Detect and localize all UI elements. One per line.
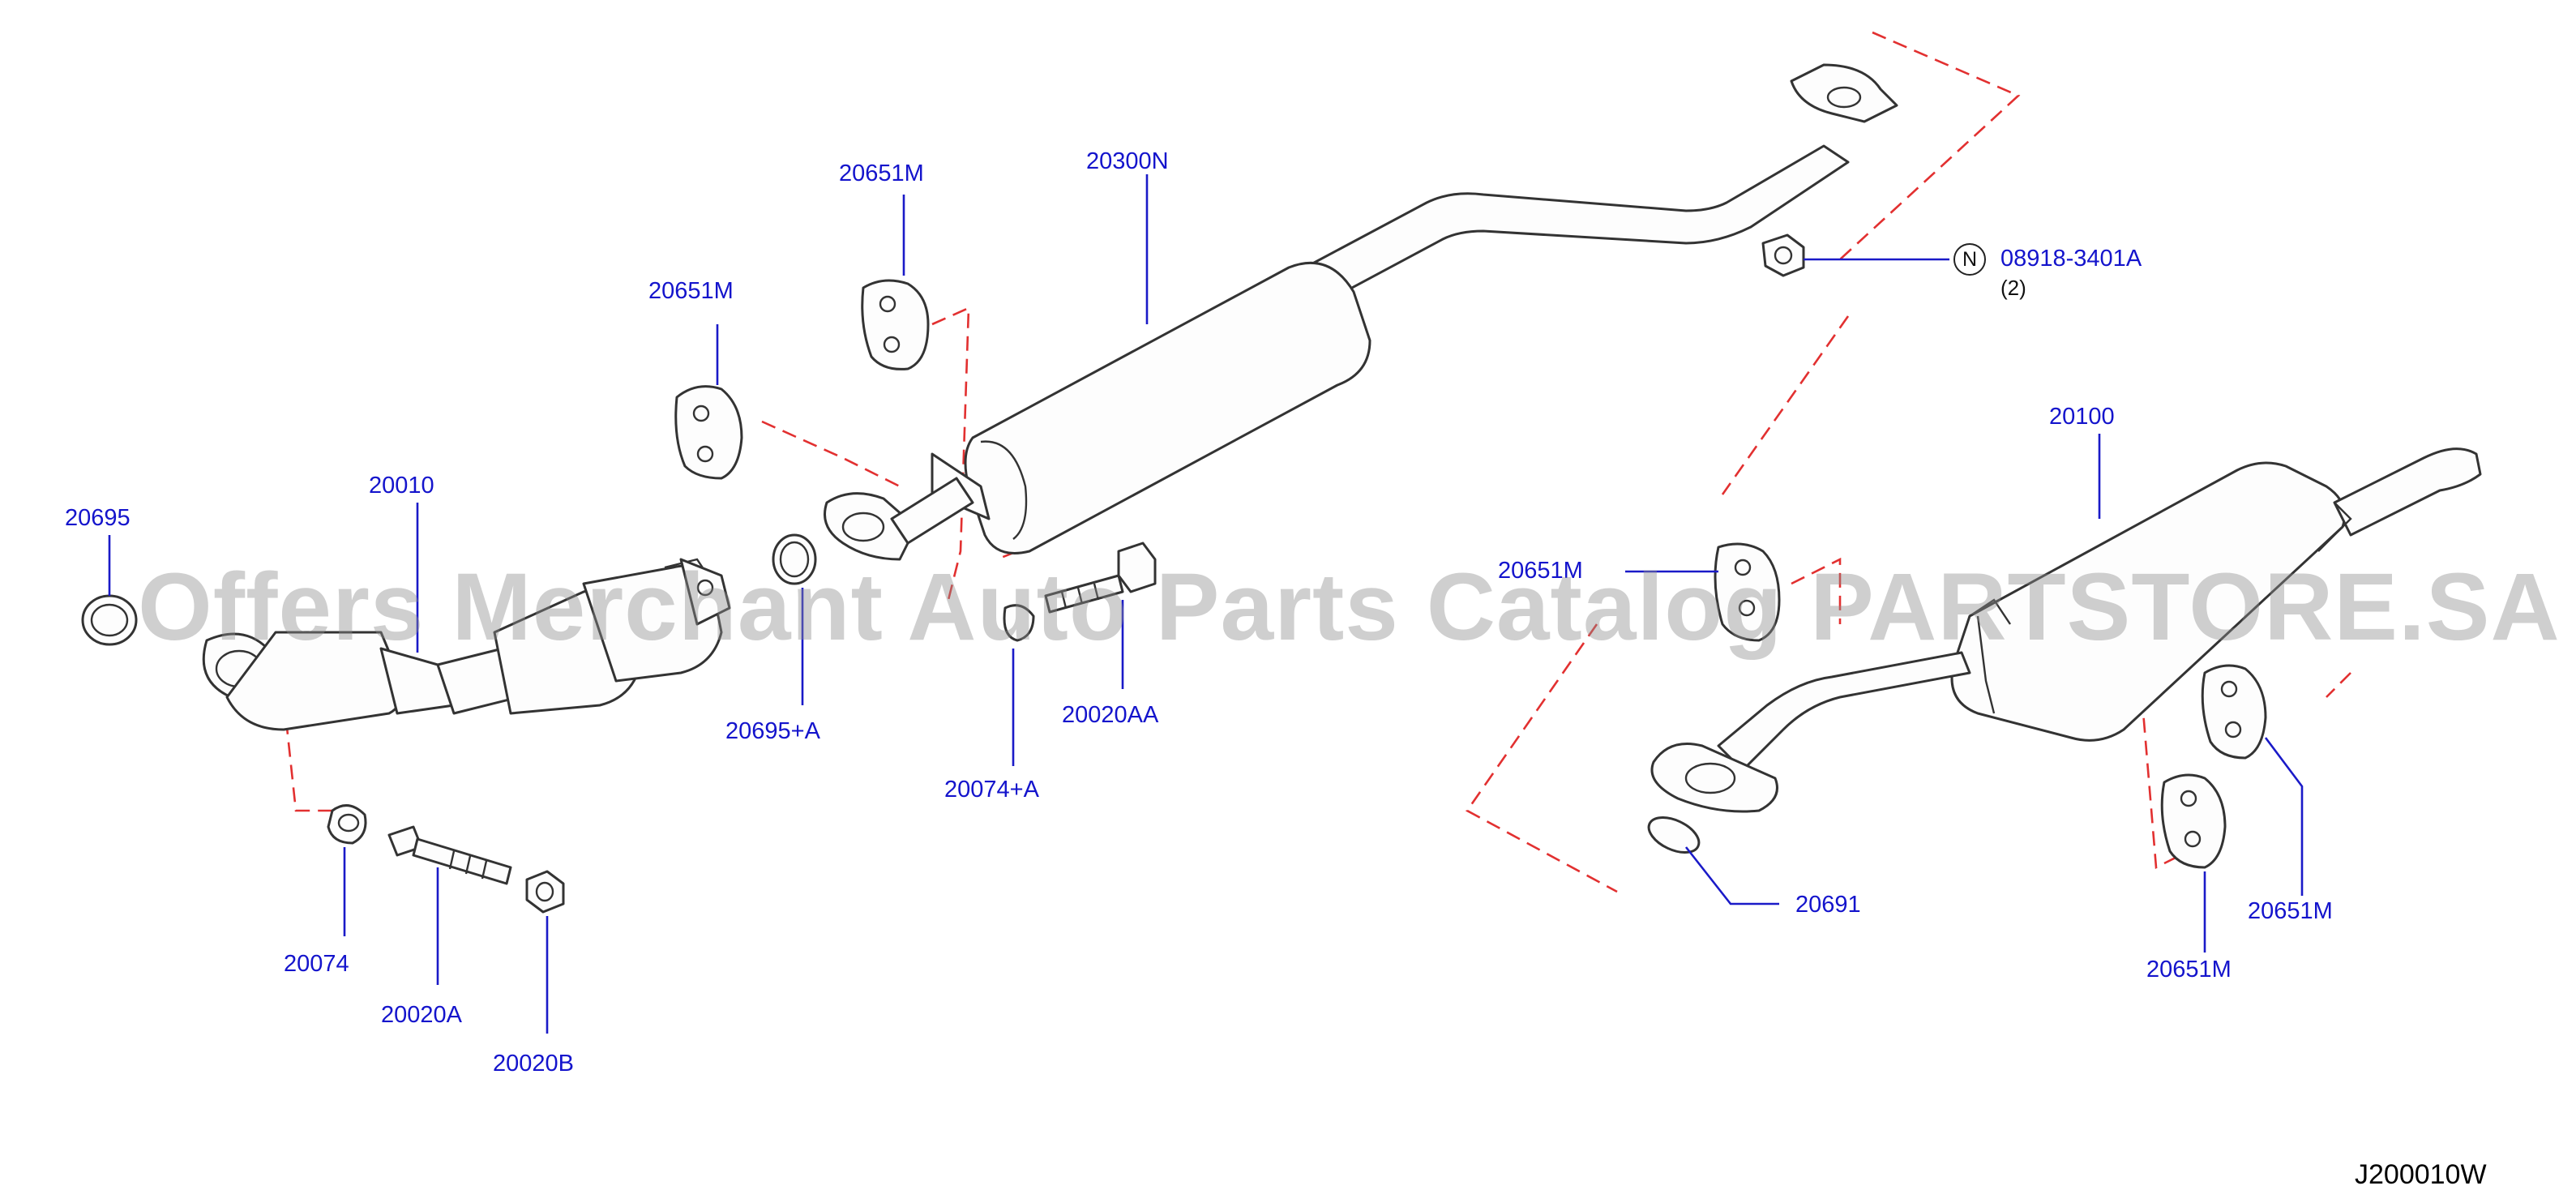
front-exhaust-pipe-20010 xyxy=(202,558,731,731)
callout-20010: 20010 xyxy=(369,473,434,499)
spring-20074 xyxy=(327,804,367,845)
assembly-lines xyxy=(282,31,2351,893)
hanger-20651m-c xyxy=(1714,542,1781,642)
callout-08918-3401a: 08918-3401A xyxy=(2000,246,2142,272)
callout-20020aa: 20020AA xyxy=(1062,702,1159,728)
gasket-20695 xyxy=(81,594,138,646)
callout-20074a: 20074+A xyxy=(944,777,1039,803)
leader-lines xyxy=(108,174,2304,1034)
hanger-20651m-a xyxy=(674,385,743,480)
bolt-20020a xyxy=(387,825,512,885)
watermark: Offers Merchant Auto Parts Catalog PARTS… xyxy=(138,554,2561,661)
spring-20074a xyxy=(1003,604,1035,642)
center-muffler-20300n xyxy=(824,63,1898,561)
hanger-20651m-e xyxy=(2160,773,2227,869)
callout-20651m-e: 20651M xyxy=(2146,957,2232,983)
diagram-code: J200010W xyxy=(2355,1159,2487,1190)
callout-20651m-d: 20651M xyxy=(2248,898,2333,924)
callout-20651m-a: 20651M xyxy=(648,278,734,304)
callout-20695: 20695 xyxy=(65,505,131,531)
quantity-08918-3401a: (2) xyxy=(2000,276,2026,300)
n-symbol: N xyxy=(1953,243,1986,276)
hanger-20651m-d xyxy=(2201,664,2267,760)
bolt-20020aa xyxy=(1044,542,1157,614)
gasket-20695a xyxy=(772,533,817,585)
callout-20300n: 20300N xyxy=(1086,148,1169,174)
nut-08918-3401a xyxy=(1761,233,1805,277)
callout-20651m-c: 20651M xyxy=(1498,558,1583,584)
rear-muffler-20100 xyxy=(1650,447,2482,813)
callout-20651m-b: 20651M xyxy=(839,161,924,186)
callout-20074: 20074 xyxy=(284,951,349,977)
nut-20020b xyxy=(525,870,565,914)
callout-20695a: 20695+A xyxy=(725,718,820,744)
callout-20100: 20100 xyxy=(2049,404,2115,430)
gasket-20691 xyxy=(1647,816,1701,854)
hanger-20651m-b xyxy=(861,279,930,370)
callout-20691: 20691 xyxy=(1795,892,1861,918)
callout-20020a: 20020A xyxy=(381,1002,462,1028)
callout-20020b: 20020B xyxy=(493,1051,574,1077)
